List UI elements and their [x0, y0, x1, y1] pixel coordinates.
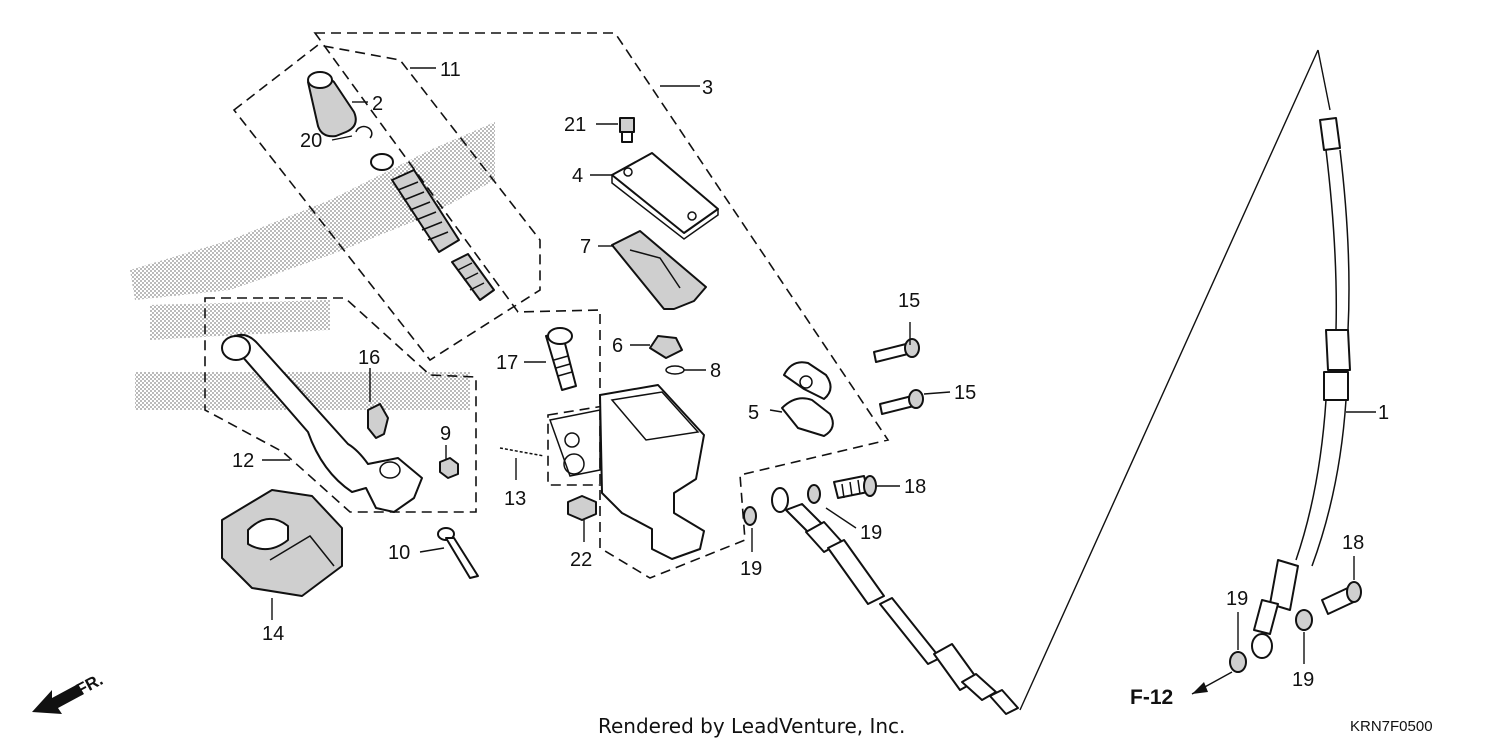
callout-22: 22	[570, 549, 592, 571]
lever-pivot-nut	[439, 457, 459, 479]
master-cylinder-body	[549, 384, 705, 560]
callout-8: 8	[710, 360, 721, 382]
sealing-washer	[1229, 651, 1247, 673]
callout-20: 20	[300, 130, 322, 152]
callout-18-right: 18	[1342, 532, 1364, 554]
master-cylinder-assembly-outline	[313, 32, 890, 579]
callout-15-lower: 15	[954, 382, 976, 404]
handlebar-holder	[781, 361, 834, 437]
callout-14: 14	[262, 623, 284, 645]
brake-lever	[221, 333, 423, 513]
diagram-code: KRN7F0500	[1350, 718, 1433, 735]
return-spring	[499, 447, 545, 457]
reference-label: F-12	[1130, 686, 1173, 709]
callout-15-upper: 15	[898, 290, 920, 312]
lever-assembly-outline	[204, 297, 477, 513]
callout-labels: 1 2 3 4 5 6 7 8 9 10 11 12 13 14 15 15 1…	[232, 59, 1389, 691]
holder-bolt-upper	[873, 338, 920, 363]
callout-11: 11	[440, 59, 461, 81]
callout-2: 2	[372, 93, 383, 115]
holder-bolt-lower	[879, 389, 924, 415]
callout-5: 5	[748, 402, 759, 424]
banjo-bolt-upper	[833, 475, 877, 499]
callout-19-b: 19	[740, 558, 762, 580]
callout-4: 4	[572, 165, 583, 187]
cap-screw	[619, 117, 635, 143]
callout-19-c: 19	[1226, 588, 1248, 610]
pivot-bolt	[545, 327, 577, 391]
body-inset-outline	[547, 404, 611, 486]
callout-19-a: 19	[860, 522, 882, 544]
callout-12: 12	[232, 450, 254, 472]
arrow-icon	[32, 684, 84, 714]
callout-3: 3	[702, 77, 713, 99]
brake-hose	[1251, 117, 1351, 659]
callout-18-middle: 18	[904, 476, 926, 498]
lever-pivot-bolt	[437, 527, 479, 579]
callout-13: 13	[504, 488, 526, 510]
boot-plate	[649, 335, 683, 359]
render-credit: Rendered by LeadVenture, Inc.	[598, 714, 905, 738]
piston-kit-outline	[232, 44, 541, 362]
callout-9: 9	[440, 423, 451, 445]
circlip	[355, 125, 373, 139]
callout-7: 7	[580, 236, 591, 258]
lever-cover	[221, 489, 343, 597]
banjo-bolt-lower	[1321, 581, 1362, 615]
sealing-washer	[743, 506, 757, 526]
callout-1: 1	[1378, 402, 1389, 424]
hose-connector-line	[1019, 49, 1331, 711]
diaphragm	[611, 230, 707, 310]
sealing-washer	[807, 484, 821, 504]
piston-cap	[307, 71, 357, 138]
snap-ring	[665, 365, 685, 375]
callout-16: 16	[358, 347, 380, 369]
callout-21: 21	[564, 114, 586, 136]
washer-seal	[370, 153, 394, 171]
brake-hose-lower	[771, 487, 1019, 715]
reservoir-cap	[611, 152, 719, 240]
sealing-washer	[1295, 609, 1313, 631]
lever-adjuster	[367, 403, 389, 439]
pivot-nut	[567, 495, 597, 521]
leader-lines	[262, 67, 1376, 664]
piston-spring	[391, 169, 495, 301]
handlebar-shading	[130, 122, 495, 410]
callout-19-d: 19	[1292, 669, 1314, 691]
front-direction-arrow: FR.	[32, 670, 106, 714]
callout-17: 17	[496, 352, 518, 374]
callout-6: 6	[612, 335, 623, 357]
reference-f12: F-12	[1130, 671, 1233, 709]
callout-10: 10	[388, 542, 410, 564]
